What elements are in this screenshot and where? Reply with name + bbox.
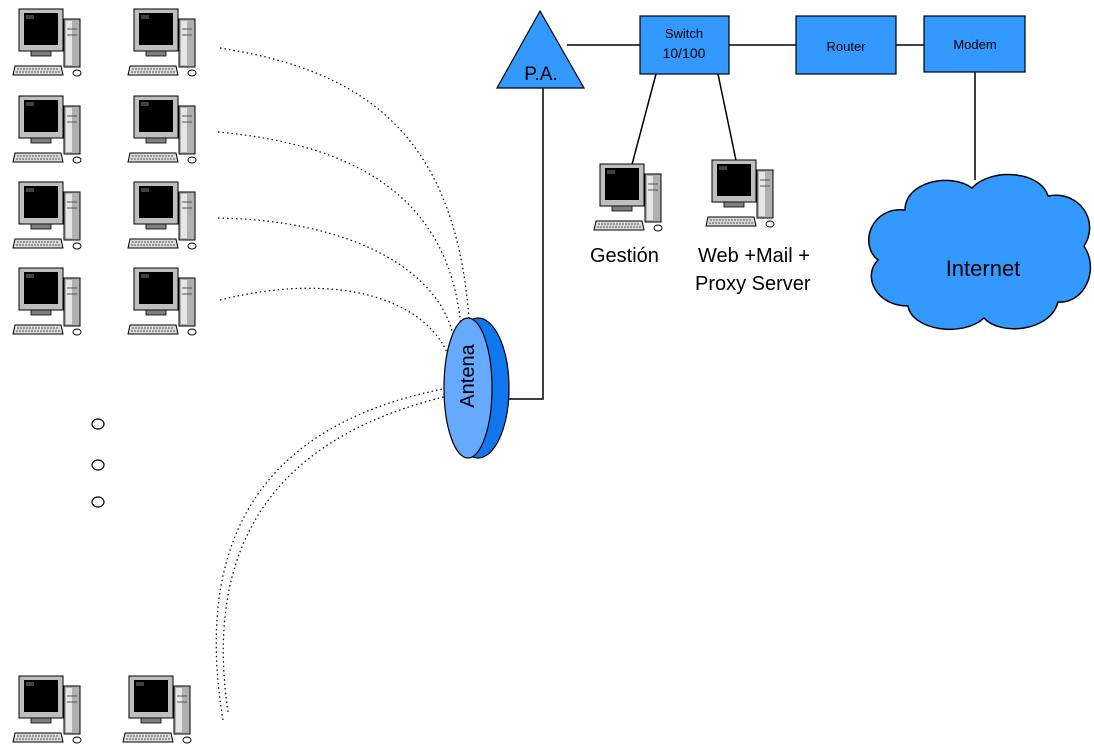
- web-server-label-line1: Web +Mail +: [698, 245, 810, 267]
- switch: Switch 10/100: [639, 15, 730, 75]
- wired-links: [508, 44, 976, 400]
- circle-dot-icon: [91, 418, 105, 430]
- switch-label-line1: Switch: [665, 26, 703, 41]
- gestion-server-icon: [593, 163, 663, 232]
- antenna-to-ap-link: [508, 86, 544, 400]
- circle-dot-icon: [91, 459, 105, 471]
- ellipsis: [91, 418, 105, 508]
- client-pc-icon: [122, 675, 192, 744]
- wireless-link-6: [222, 394, 453, 713]
- antenna: Antena: [443, 317, 510, 459]
- client-pc-icon: [127, 181, 197, 250]
- modem-label: Modem: [953, 37, 996, 52]
- wireless-link-3: [217, 217, 456, 346]
- circle-dot-icon: [91, 496, 105, 508]
- antenna-label: Antena: [457, 343, 479, 407]
- wireless-link-5: [215, 387, 449, 721]
- gestion-label: Gestión: [590, 245, 659, 267]
- wireless-link-2: [217, 131, 463, 341]
- client-pc-icon: [12, 181, 82, 250]
- access-point-label: P.A.: [524, 64, 557, 85]
- internet-label: Internet: [946, 256, 1021, 281]
- wireless-link-4: [219, 287, 451, 361]
- client-pc-icon: [12, 675, 82, 744]
- client-pcs: [12, 8, 197, 744]
- client-pc-icon: [127, 267, 197, 336]
- web-server-label-line2: Proxy Server: [695, 273, 811, 295]
- wireless-links: [215, 47, 471, 721]
- switch-to-web-link: [717, 73, 739, 171]
- internet-cloud-icon: Internet: [868, 173, 1092, 331]
- wireless-link-1: [219, 47, 471, 336]
- router-label: Router: [826, 39, 866, 54]
- web-mail-proxy-server-icon: [705, 159, 775, 228]
- modem: Modem: [923, 15, 1026, 73]
- switch-to-gestion-link: [629, 73, 657, 173]
- client-pc-icon: [127, 95, 197, 164]
- access-point: P.A.: [495, 9, 586, 89]
- client-pc-icon: [12, 95, 82, 164]
- client-pc-icon: [127, 8, 197, 77]
- switch-label-line2: 10/100: [663, 45, 706, 61]
- client-pc-icon: [12, 267, 82, 336]
- client-pc-icon: [12, 8, 82, 77]
- router: Router: [795, 15, 897, 75]
